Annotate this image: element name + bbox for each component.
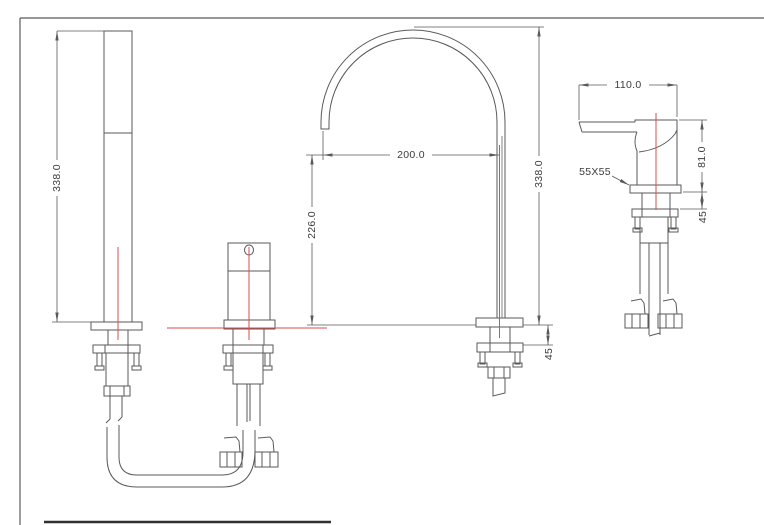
mounting-bracket bbox=[222, 344, 274, 354]
tail-pipe bbox=[492, 378, 506, 397]
dim-label-deck-thickness-right: 45 bbox=[697, 211, 709, 223]
view-mixer-handle-side bbox=[578, 119, 683, 337]
bracket-bolts bbox=[223, 352, 273, 371]
dim-label-deck-thickness-mid: 45 bbox=[543, 348, 555, 360]
dim-label-body-height: 81.0 bbox=[696, 146, 708, 168]
valve-body bbox=[232, 352, 264, 385]
hose-upper-with-break bbox=[105, 396, 123, 424]
dim-label-spout-reach: 200.0 bbox=[397, 149, 425, 161]
dim-label-bg bbox=[390, 149, 432, 161]
fitting-left bbox=[219, 436, 243, 468]
dim-label-arch-height: 338.0 bbox=[533, 160, 545, 188]
dim-label-bg bbox=[607, 79, 649, 91]
dim-label-base-plate: 55X55 bbox=[579, 166, 611, 178]
hex-nut bbox=[103, 385, 131, 397]
centerlines bbox=[117, 113, 657, 340]
fitting-right bbox=[254, 436, 279, 468]
mounting-bracket bbox=[631, 208, 679, 218]
arch-outline-outer bbox=[320, 29, 506, 318]
view-handshower-spout-side bbox=[90, 30, 256, 488]
supply-pipes bbox=[236, 384, 261, 426]
dim-label-bg bbox=[696, 142, 708, 172]
hose-loop-outer bbox=[106, 427, 256, 488]
spout-outlet-tip bbox=[320, 122, 330, 130]
handle-lever bbox=[578, 121, 637, 133]
dim-ext-underside-clearance bbox=[306, 154, 476, 326]
dimensions: 338.0 200.0 226.0 338.0 45 110.0 81.0 bbox=[51, 26, 709, 360]
dim-label-underside-clearance: 226.0 bbox=[306, 211, 318, 239]
dim-ext-handle-length bbox=[578, 85, 678, 120]
bracket-bolts bbox=[94, 352, 142, 371]
mounting-bracket bbox=[92, 344, 141, 354]
dim-label-handle-length: 110.0 bbox=[615, 79, 642, 91]
fitting-left bbox=[624, 298, 649, 329]
fitting-right bbox=[657, 298, 683, 329]
dim-ext-handshower-height bbox=[52, 30, 104, 323]
valve-body bbox=[105, 352, 129, 387]
dim-label-bg bbox=[533, 156, 545, 192]
deck-flange bbox=[90, 321, 143, 331]
dim-label-bg bbox=[51, 160, 63, 196]
valve-body bbox=[639, 216, 669, 244]
dim-label-handshower-height: 338.0 bbox=[51, 164, 63, 192]
dim-label-bg bbox=[306, 207, 318, 243]
bracket-bolts bbox=[477, 351, 523, 368]
arch-outline-inner bbox=[328, 37, 498, 318]
mounting-bracket bbox=[476, 342, 524, 353]
page-border bbox=[19, 17, 764, 525]
supply-hoses bbox=[639, 243, 669, 337]
leader-base-plate bbox=[611, 175, 630, 186]
handle-joint-curve bbox=[638, 129, 678, 153]
hex-nut bbox=[487, 366, 511, 379]
view-arch-spout-front bbox=[320, 29, 524, 397]
